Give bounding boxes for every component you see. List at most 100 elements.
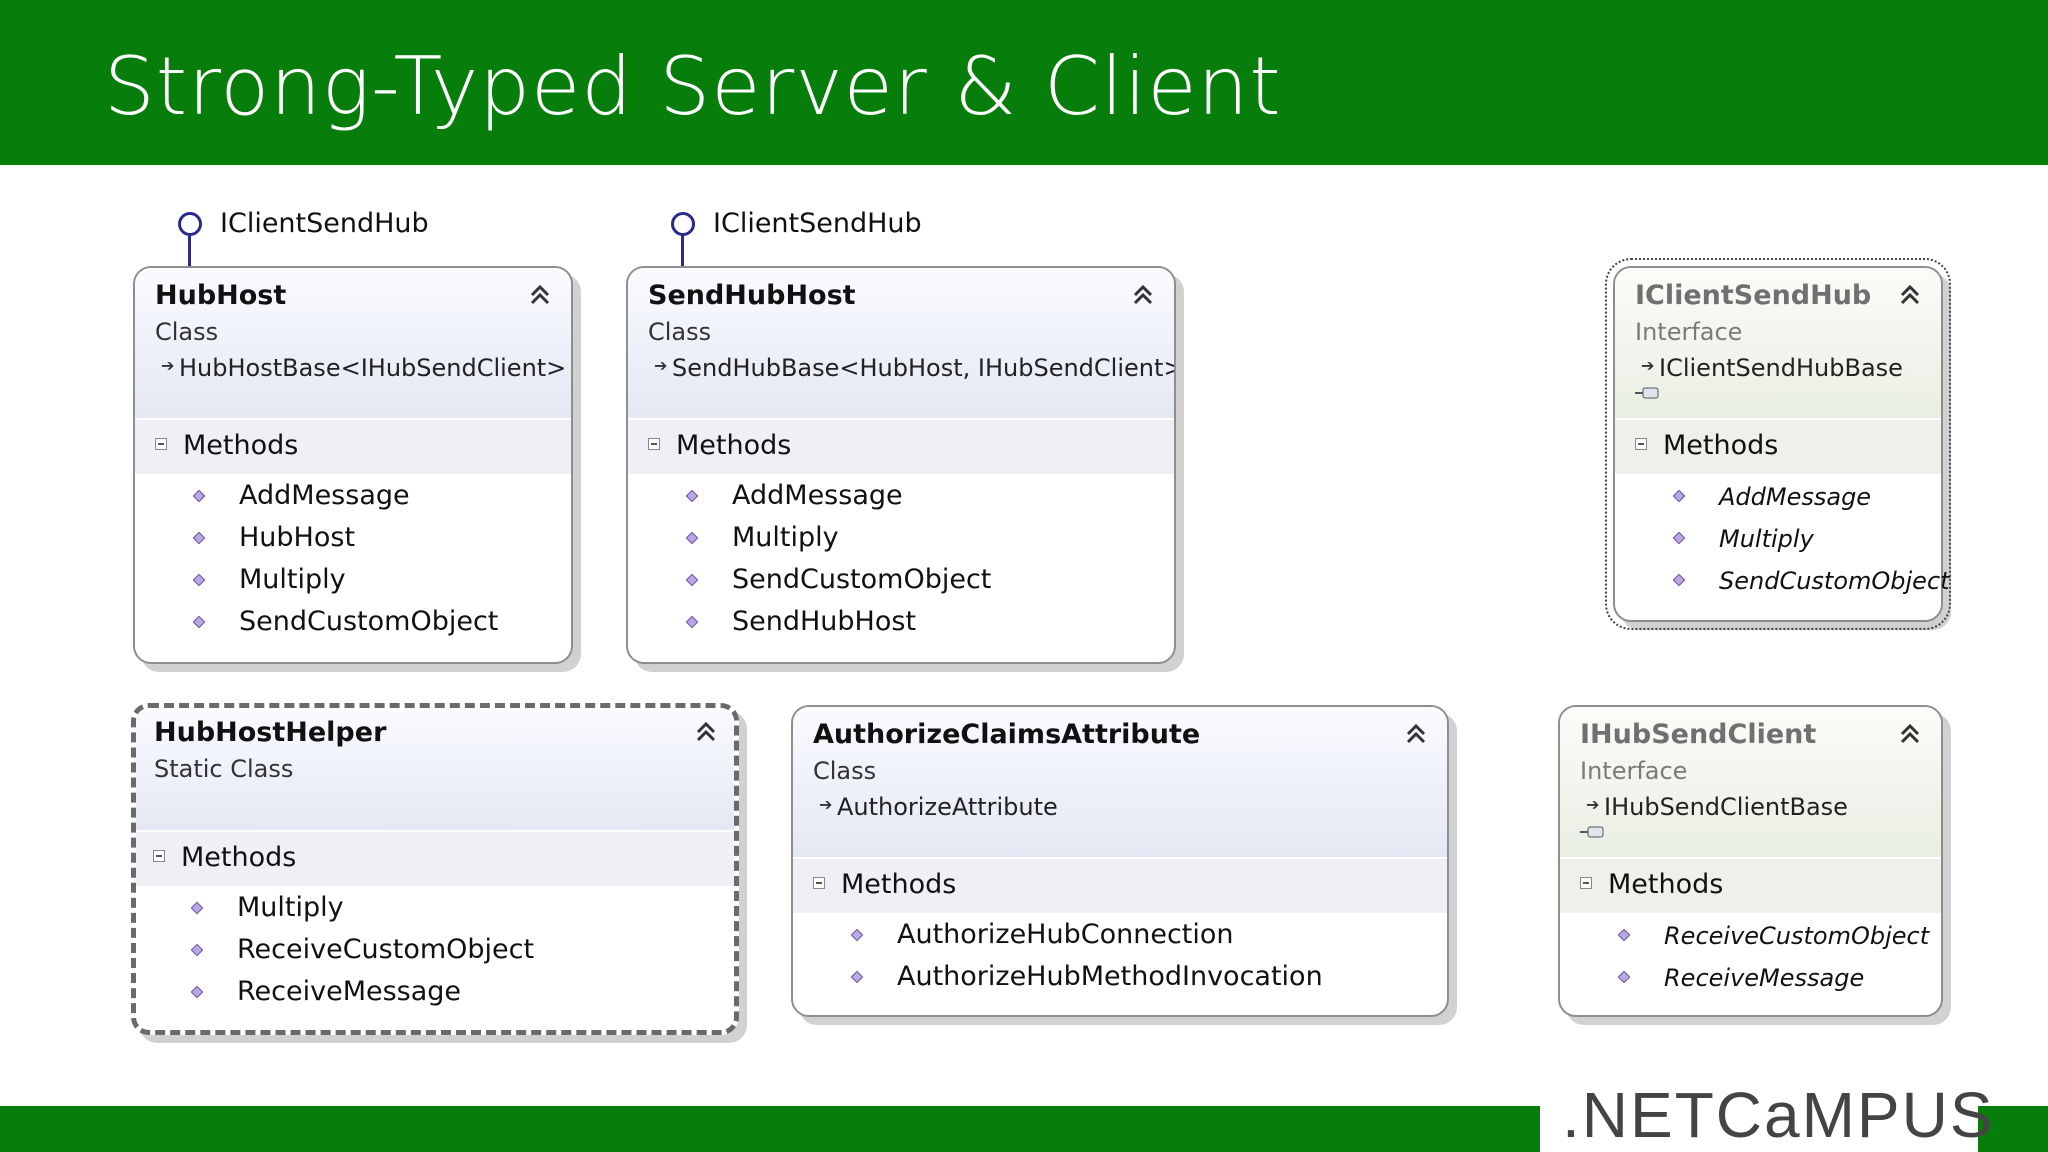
method-name: SendHubHost: [732, 606, 917, 637]
section-collapse-icon[interactable]: [1635, 438, 1647, 450]
method-item[interactable]: Multiply: [1615, 520, 1941, 560]
collapse-chevron-icon[interactable]: [1130, 282, 1156, 308]
method-icon: [191, 944, 203, 956]
method-name: AddMessage: [1719, 483, 1872, 511]
method-name: Multiply: [237, 892, 344, 923]
section-label: Methods: [676, 430, 792, 461]
inheritance-arrow-icon: ➔: [819, 795, 833, 814]
interface-glyph-icon: [1580, 826, 1604, 838]
method-item[interactable]: AddMessage: [628, 478, 1174, 518]
method-name: SendCustomObject: [239, 606, 499, 637]
class-box-authorizeclaimsattribute[interactable]: AuthorizeClaimsAttribute Class ➔ Authori…: [791, 705, 1449, 1017]
method-icon: [193, 532, 205, 544]
section-label: Methods: [1663, 430, 1779, 461]
interface-base: IHubSendClientBase: [1604, 793, 1848, 821]
method-item[interactable]: AddMessage: [1615, 478, 1941, 518]
collapse-chevron-icon[interactable]: [527, 282, 553, 308]
method-name: AuthorizeHubConnection: [897, 919, 1234, 950]
inheritance-arrow-icon: ➔: [654, 356, 668, 375]
lollipop-label: IClientSendHub: [220, 208, 429, 239]
method-item[interactable]: AddMessage: [135, 478, 571, 518]
section-collapse-icon[interactable]: [155, 438, 167, 450]
interface-header: IHubSendClient Interface ➔ IHubSendClien…: [1560, 707, 1941, 857]
method-name: ReceiveMessage: [237, 976, 462, 1007]
interface-box-iclientsendhub[interactable]: IClientSendHub Interface ➔ IClientSendHu…: [1605, 258, 1951, 630]
class-name: HubHostHelper: [154, 717, 387, 748]
method-name: HubHost: [239, 522, 356, 553]
section-label: Methods: [841, 869, 957, 900]
method-icon: [1618, 929, 1630, 941]
methods-section[interactable]: Methods: [793, 859, 1447, 913]
collapse-chevron-icon[interactable]: [1897, 721, 1923, 747]
method-icon: [1673, 490, 1685, 502]
method-item[interactable]: AuthorizeHubConnection: [793, 917, 1447, 957]
method-item[interactable]: ReceiveCustomObject: [1560, 917, 1941, 957]
slide-header: Strong-Typed Server & Client: [0, 0, 2048, 165]
footer-bar: [0, 1106, 1540, 1152]
class-name: AuthorizeClaimsAttribute: [813, 719, 1201, 750]
collapse-chevron-icon[interactable]: [1403, 721, 1429, 747]
collapse-chevron-icon[interactable]: [1897, 282, 1923, 308]
method-icon: [686, 490, 698, 502]
method-item[interactable]: SendHubHost: [628, 604, 1174, 644]
method-icon: [1618, 971, 1630, 983]
section-label: Methods: [181, 842, 297, 873]
interface-lollipop-icon: [671, 212, 695, 236]
slide-title: Strong-Typed Server & Client: [104, 40, 1282, 133]
method-icon: [1673, 574, 1685, 586]
inheritance-arrow-icon: ➔: [161, 356, 175, 375]
interface-kind: Interface: [1580, 757, 1688, 785]
method-icon: [191, 986, 203, 998]
method-name: AddMessage: [239, 480, 410, 511]
method-item[interactable]: SendCustomObject: [628, 562, 1174, 602]
inheritance-arrow-icon: ➔: [1641, 356, 1655, 375]
class-name: HubHost: [155, 280, 287, 311]
method-item[interactable]: Multiply: [628, 520, 1174, 560]
section-collapse-icon[interactable]: [153, 850, 165, 862]
interface-lollipop: IClientSendHub: [178, 208, 438, 278]
methods-section[interactable]: Methods: [1615, 420, 1941, 474]
interface-kind: Interface: [1635, 318, 1743, 346]
method-item[interactable]: SendCustomObject: [1615, 562, 1950, 602]
interface-glyph-icon: [1635, 387, 1659, 399]
method-item[interactable]: ReceiveMessage: [136, 974, 734, 1014]
methods-section[interactable]: Methods: [136, 832, 734, 886]
methods-section[interactable]: Methods: [1560, 859, 1941, 913]
method-icon: [1673, 532, 1685, 544]
method-icon: [686, 574, 698, 586]
interface-base: IClientSendHubBase: [1659, 354, 1903, 382]
method-icon: [851, 971, 863, 983]
method-item[interactable]: ReceiveCustomObject: [136, 932, 734, 972]
class-kind: Class: [813, 757, 877, 785]
method-name: AuthorizeHubMethodInvocation: [897, 961, 1323, 992]
collapse-chevron-icon[interactable]: [693, 719, 719, 745]
class-box-hubhost[interactable]: HubHost Class ➔ HubHostBase<IHubSendClie…: [133, 266, 573, 664]
method-item[interactable]: ReceiveMessage: [1560, 959, 1941, 999]
methods-section[interactable]: Methods: [135, 420, 571, 474]
method-item[interactable]: AuthorizeHubMethodInvocation: [793, 959, 1447, 999]
section-collapse-icon[interactable]: [1580, 877, 1592, 889]
method-name: Multiply: [1719, 525, 1814, 553]
method-icon: [686, 616, 698, 628]
class-box-hubhosthelper[interactable]: HubHostHelper Static Class Methods Multi…: [131, 703, 739, 1035]
method-item[interactable]: Multiply: [135, 562, 571, 602]
method-name: ReceiveCustomObject: [1664, 922, 1930, 950]
footer-bar: [1978, 1106, 2048, 1152]
method-name: AddMessage: [732, 480, 903, 511]
method-item[interactable]: SendCustomObject: [135, 604, 571, 644]
interface-name: IHubSendClient: [1580, 719, 1817, 750]
class-kind: Class: [648, 318, 712, 346]
class-box-sendhubhost[interactable]: SendHubHost Class ➔ SendHubBase<HubHost,…: [626, 266, 1176, 664]
method-item[interactable]: Multiply: [136, 890, 734, 930]
class-base: AuthorizeAttribute: [837, 793, 1058, 821]
class-name: SendHubHost: [648, 280, 856, 311]
class-base: SendHubBase<HubHost, IHubSendClient>: [672, 354, 1176, 382]
section-collapse-icon[interactable]: [648, 438, 660, 450]
section-label: Methods: [1608, 869, 1724, 900]
lollipop-label: IClientSendHub: [713, 208, 922, 239]
methods-section[interactable]: Methods: [628, 420, 1174, 474]
section-collapse-icon[interactable]: [813, 877, 825, 889]
interface-box-ihubsendclient[interactable]: IHubSendClient Interface ➔ IHubSendClien…: [1558, 705, 1943, 1017]
method-name: SendCustomObject: [1719, 567, 1950, 595]
method-item[interactable]: HubHost: [135, 520, 571, 560]
